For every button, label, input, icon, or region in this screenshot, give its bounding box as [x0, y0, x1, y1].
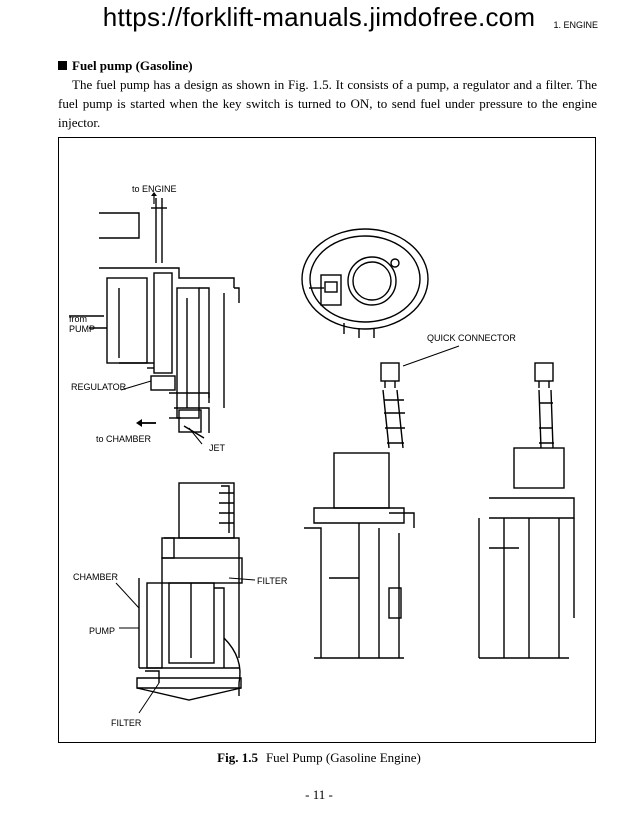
- label-pump: PUMP: [89, 626, 115, 636]
- label-jet: JET: [209, 443, 226, 453]
- label-quick-connector: QUICK CONNECTOR: [427, 333, 516, 343]
- caption-number: Fig. 1.5: [217, 750, 258, 765]
- body-paragraph: The fuel pump has a design as shown in F…: [58, 77, 597, 130]
- quick-connector-top-view-drawing: [301, 228, 429, 338]
- label-to-engine: to ENGINE: [132, 184, 177, 194]
- label-filter-bottom: FILTER: [111, 718, 142, 728]
- figure-caption: Fig. 1.5 Fuel Pump (Gasoline Engine): [0, 750, 638, 766]
- side-view-left-drawing: [304, 362, 415, 659]
- page-number: - 11 -: [305, 787, 333, 802]
- section-heading-text: Fuel pump (Gasoline): [72, 58, 193, 73]
- header-url: https://forklift-manuals.jimdofree.com: [102, 2, 536, 32]
- side-view-right-drawing: [478, 362, 575, 659]
- label-filter-right: FILTER: [257, 576, 288, 586]
- pump-filter-assembly-drawing: [136, 482, 243, 701]
- label-to-chamber: to CHAMBER: [96, 434, 152, 444]
- fuel-pump-diagram: to ENGINE from PUMP REGULATOR to CHAMBER…: [69, 184, 575, 728]
- label-from: from: [69, 314, 87, 324]
- label-regulator: REGULATOR: [71, 382, 127, 392]
- label-chamber: CHAMBER: [73, 572, 119, 582]
- figure-frame: to ENGINE from PUMP REGULATOR to CHAMBER…: [58, 137, 596, 743]
- section-tag: 1. ENGINE: [553, 20, 598, 30]
- square-bullet-icon: [58, 61, 67, 70]
- section-heading: Fuel pump (Gasoline): [58, 58, 193, 74]
- regulator-assembly-drawing: [69, 198, 240, 439]
- label-pump-inlet: PUMP: [69, 324, 95, 334]
- caption-text: Fuel Pump (Gasoline Engine): [265, 750, 421, 765]
